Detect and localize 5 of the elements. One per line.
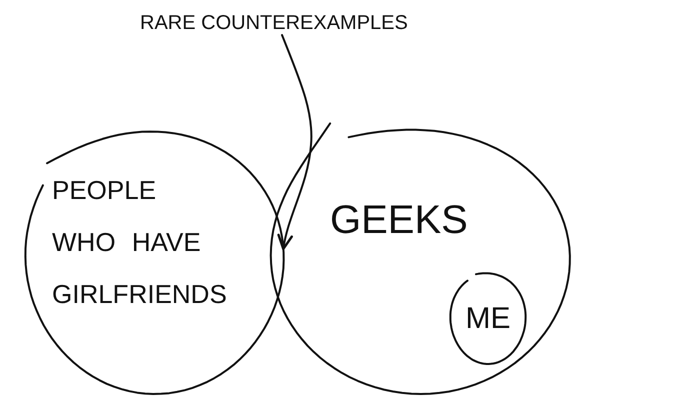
set-label: GEEKS bbox=[330, 198, 468, 242]
set-label: PEOPLE WHO HAVE GIRLFRIENDS bbox=[52, 174, 228, 311]
member-label: ME bbox=[466, 302, 510, 335]
annotation-text: RARE COUNTEREXAMPLES bbox=[140, 12, 408, 34]
curved-arrow bbox=[278, 34, 312, 250]
